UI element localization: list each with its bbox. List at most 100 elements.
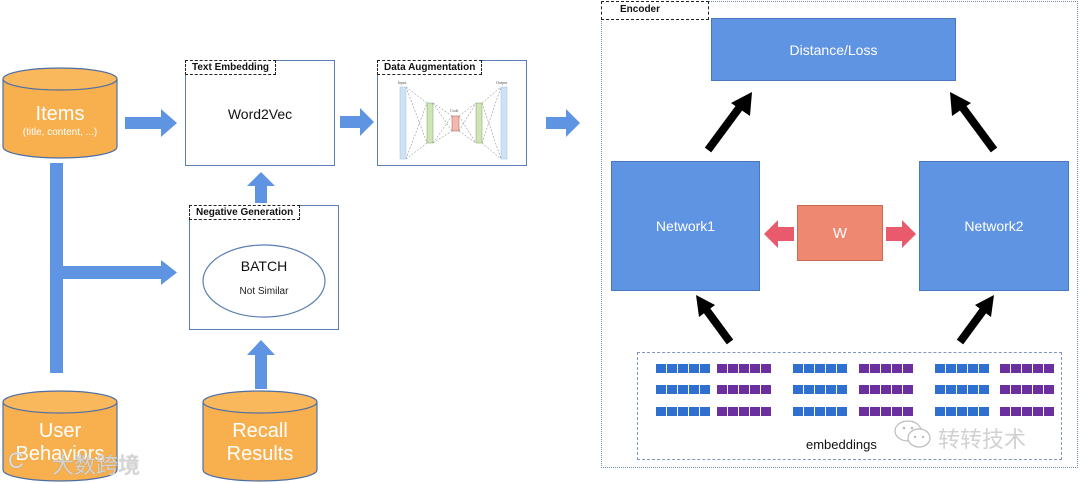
arrow-network2-to-loss: [950, 92, 998, 153]
embedding-cell: [957, 385, 967, 394]
embedding-cell: [1000, 407, 1010, 416]
embedding-cell: [667, 385, 677, 394]
batch-label: BATCH: [240, 258, 288, 274]
arrow-network1-to-loss: [704, 92, 752, 153]
embedding-cell: [892, 385, 902, 394]
decoder-layer: [475, 102, 483, 144]
embedding-cell: [935, 407, 945, 416]
embedding-cell: [793, 407, 803, 416]
embedding-cell: [700, 385, 710, 394]
text-embedding-tag: Text Embedding: [185, 60, 277, 75]
embedding-cell: [1011, 385, 1021, 394]
text-embedding-panel: Text Embedding Word2Vec: [185, 60, 335, 166]
embedding-cell: [739, 364, 749, 373]
user-behaviors-line1: User: [38, 420, 82, 442]
arrow-augmentation-to-encoder: [546, 109, 580, 137]
embedding-cell: [968, 385, 978, 394]
embedding-vector-blue: [656, 364, 710, 373]
watermark-left: 大数跨境: [52, 453, 141, 478]
arrow-embeddings-to-network1: [696, 295, 734, 345]
embedding-cell: [689, 407, 699, 416]
recall-results-line2: Results: [226, 443, 294, 465]
embedding-cell: [804, 364, 814, 373]
embedding-cell: [859, 407, 869, 416]
negative-generation-tag: Negative Generation: [189, 205, 301, 220]
embedding-cell: [837, 385, 847, 394]
embedding-cell: [750, 407, 760, 416]
embedding-vector-purple: [717, 407, 771, 416]
embedding-cell: [826, 364, 836, 373]
embedding-vector-purple: [1000, 385, 1054, 394]
embedding-cell: [750, 385, 760, 394]
embedding-vector-purple: [717, 385, 771, 394]
cylinder-icon: [2, 390, 118, 482]
network1-box: Network1: [611, 161, 760, 291]
embedding-cell: [815, 364, 825, 373]
embedding-cell: [859, 385, 869, 394]
embedding-cell: [1022, 407, 1032, 416]
input-label: Input: [398, 80, 407, 85]
embedding-cell: [881, 407, 891, 416]
embedding-cell: [1044, 407, 1054, 416]
embedding-cell: [826, 407, 836, 416]
arrow-embeddings-to-network2: [956, 295, 994, 345]
embedding-cell: [837, 407, 847, 416]
watermark-right: 转转技术: [938, 427, 1027, 452]
output-layer: [500, 86, 508, 160]
embedding-vector-blue: [935, 364, 989, 373]
embedding-cell: [881, 364, 891, 373]
cylinder-icon: [202, 390, 318, 482]
embedding-cell: [1044, 385, 1054, 394]
word2vec-label: Word2Vec: [227, 106, 293, 122]
embedding-cell: [667, 407, 677, 416]
embedding-cell: [739, 407, 749, 416]
embedding-vector-blue: [793, 385, 847, 394]
network2-box: Network2: [919, 161, 1069, 291]
embedding-cell: [728, 385, 738, 394]
embeddings-panel: embeddings: [637, 352, 1062, 460]
code-layer: [451, 115, 460, 132]
embedding-cell: [935, 364, 945, 373]
user-behaviors-database: User Behaviors: [2, 390, 118, 482]
embedding-cell: [815, 385, 825, 394]
embedding-cell: [717, 407, 727, 416]
embedding-cell: [1011, 364, 1021, 373]
recall-results-database: Recall Results: [202, 390, 318, 482]
embedding-cell: [717, 364, 727, 373]
distance-loss-box: Distance/Loss: [711, 18, 956, 81]
data-augmentation-panel: Data Augmentation Input Code Output: [377, 60, 527, 166]
embedding-vector-blue: [935, 385, 989, 394]
code-label: Code: [450, 108, 459, 113]
embedding-cell: [957, 407, 967, 416]
embedding-cell: [793, 385, 803, 394]
embedding-cell: [656, 385, 666, 394]
embedding-cell: [1022, 385, 1032, 394]
embedding-cell: [968, 407, 978, 416]
embedding-vector-purple: [859, 385, 913, 394]
embedding-cell: [892, 407, 902, 416]
embedding-cell: [859, 364, 869, 373]
embedding-cell: [761, 407, 771, 416]
embedding-cell: [979, 364, 989, 373]
arrow-items-to-embedding: [125, 109, 177, 137]
arrow-branch-to-negative-generation: [50, 163, 177, 373]
embedding-cell: [1044, 364, 1054, 373]
embedding-cell: [826, 385, 836, 394]
autoencoder-diagram: Input Code Output: [398, 80, 508, 160]
embedding-vector-blue: [656, 385, 710, 394]
embedding-vector-purple: [1000, 364, 1054, 373]
user-behaviors-line2: Behaviors: [15, 443, 105, 465]
embedding-cell: [870, 407, 880, 416]
embedding-cell: [700, 407, 710, 416]
embedding-cell: [946, 407, 956, 416]
embedding-cell: [903, 364, 913, 373]
embedding-cell: [1000, 364, 1010, 373]
embedding-cell: [739, 385, 749, 394]
arrow-recall-to-negative-generation: [247, 340, 275, 389]
embedding-cell: [678, 385, 688, 394]
weight-box: W: [797, 205, 883, 261]
embedding-cell: [1033, 364, 1043, 373]
embedding-vector-blue: [793, 407, 847, 416]
embedding-vector-purple: [717, 364, 771, 373]
encoder-tag: Encoder: [601, 1, 709, 20]
